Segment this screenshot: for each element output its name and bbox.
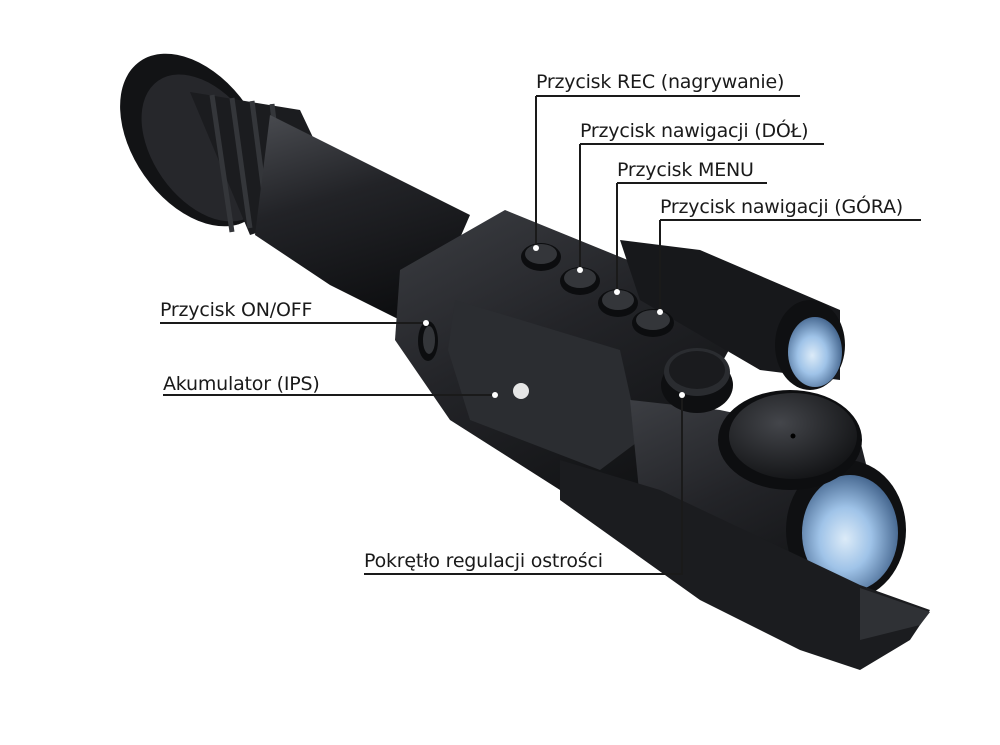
- mounting-rail: [560, 460, 930, 670]
- callout-menu-button: Przycisk MENU: [617, 159, 754, 181]
- leader-focus: [364, 395, 683, 575]
- callout-nav-down-button: Przycisk nawigacji (DÓŁ): [580, 120, 809, 142]
- nav-up-button[interactable]: [632, 309, 674, 337]
- nav-down-button[interactable]: [560, 267, 600, 295]
- callout-battery: Akumulator (IPS): [163, 373, 320, 395]
- lens-cap: [718, 390, 862, 490]
- leader-nav-up: [659, 219, 921, 312]
- callout-on-off-button: Przycisk ON/OFF: [160, 299, 313, 321]
- battery-compartment: [448, 300, 640, 470]
- callout-focus-knob: Pokrętło regulacji ostrości: [364, 550, 603, 572]
- leader-menu: [616, 182, 767, 292]
- leader-rec: [535, 95, 800, 248]
- focus-knob[interactable]: [661, 348, 733, 413]
- leader-nav-down: [579, 143, 824, 270]
- on-off-button[interactable]: [418, 321, 438, 361]
- brand-logo-icon: [513, 383, 529, 399]
- leader-lines: [160, 95, 921, 575]
- callout-nav-up-button: Przycisk nawigacji (GÓRA): [660, 196, 904, 218]
- menu-button[interactable]: [598, 289, 638, 317]
- rec-button[interactable]: [521, 243, 561, 271]
- callout-rec-button: Przycisk REC (nagrywanie): [536, 71, 785, 93]
- leader-dots: [423, 245, 685, 398]
- ir-illuminator: [620, 240, 845, 390]
